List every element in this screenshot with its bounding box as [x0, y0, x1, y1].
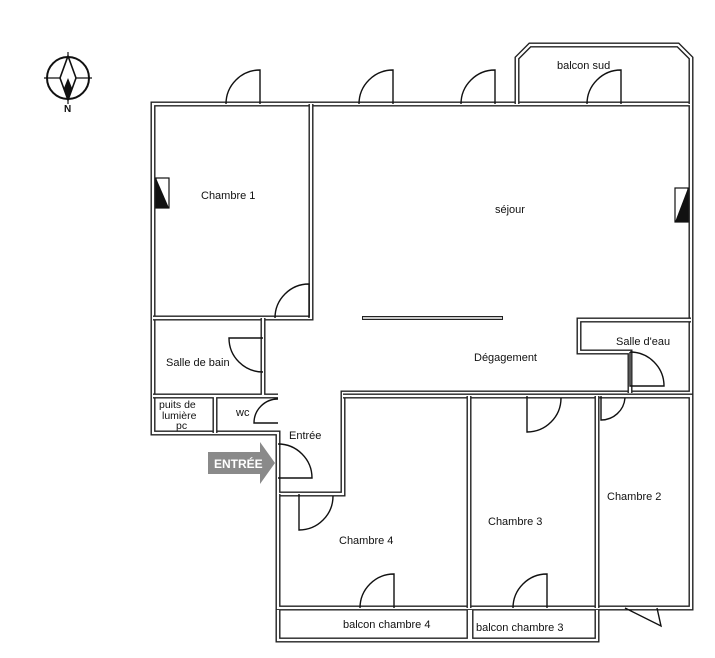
door-chambre2	[600, 396, 626, 421]
room-chambre2: Chambre 2	[607, 491, 661, 503]
door-chambre1	[274, 283, 310, 319]
room-labels: Chambre 1 séjour balcon sud Salle de bai…	[159, 60, 670, 634]
room-puits-line3: pc	[176, 420, 187, 432]
room-salle-de-bain: Salle de bain	[166, 357, 230, 369]
entry-arrow-label: ENTRÉE	[214, 456, 263, 471]
entry-arrow-icon	[208, 442, 275, 484]
chambre1-wall	[153, 104, 314, 321]
room-chambre1: Chambre 1	[201, 190, 255, 202]
door-balcon-chambre4	[359, 573, 395, 609]
room-balcon-chambre4: balcon chambre 4	[343, 619, 430, 631]
entry-arrow: ENTRÉE	[208, 442, 275, 484]
room-degagement: Dégagement	[474, 352, 537, 364]
walls	[150, 42, 694, 643]
conduit-symbols	[155, 177, 689, 223]
room-puits-line1: puits de	[159, 399, 196, 411]
room-sejour: séjour	[495, 204, 525, 216]
room-entree: Entrée	[289, 430, 321, 442]
exterior-wall	[150, 101, 694, 497]
door-salle-de-bain	[228, 337, 264, 373]
door-chambre2-window	[624, 607, 663, 628]
door-chambre4	[298, 494, 334, 531]
compass-north-icon: N	[44, 52, 92, 115]
door-entree	[277, 443, 313, 479]
door-salle-deau	[629, 351, 665, 387]
door-chambre3	[526, 396, 562, 433]
room-wc: wc	[235, 407, 250, 419]
compass-north-label: N	[64, 104, 71, 115]
room-chambre3: Chambre 3	[488, 516, 542, 528]
room-balcon-sud: balcon sud	[557, 60, 610, 72]
door-sejour-top-2	[460, 69, 496, 105]
door-balcon-chambre3	[512, 573, 548, 609]
room-chambre4: Chambre 4	[339, 535, 393, 547]
door-wc	[253, 398, 279, 424]
room-balcon-chambre3: balcon chambre 3	[476, 622, 563, 634]
door-sejour-top-1	[358, 69, 394, 105]
door-chambre1-top	[225, 69, 261, 105]
salle-deau-wall	[576, 317, 691, 393]
door-balcon-sud	[586, 69, 622, 105]
room-salle-deau: Salle d'eau	[616, 336, 670, 348]
doors	[225, 69, 665, 628]
room-puits-line2: lumière	[162, 410, 197, 422]
